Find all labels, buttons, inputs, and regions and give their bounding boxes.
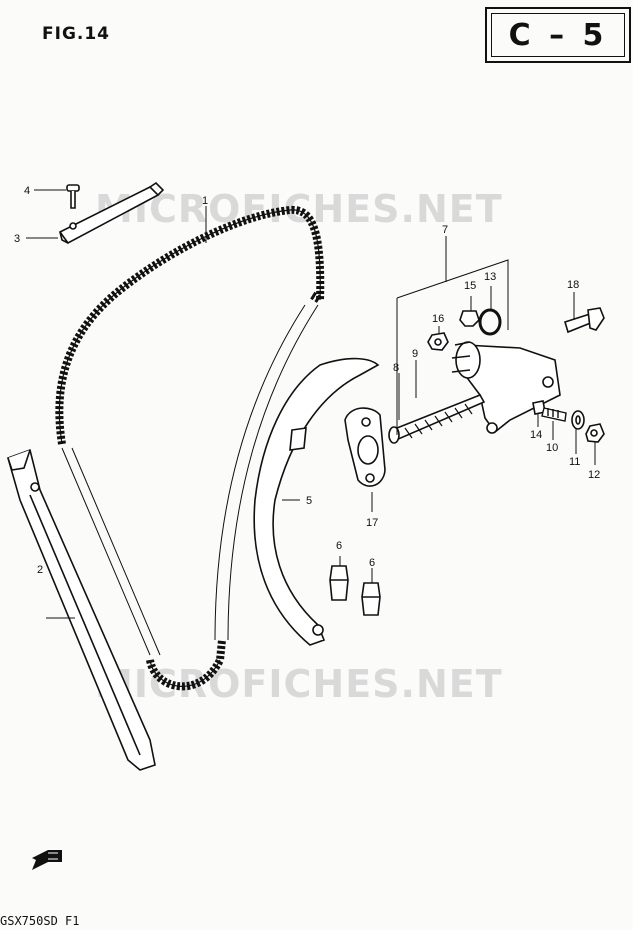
assembly-bracket — [396, 259, 509, 435]
label-part-18: 18 — [567, 279, 579, 291]
bolt-10-part — [541, 407, 567, 422]
label-part-17: 17 — [366, 517, 378, 529]
cam-chain-part — [55, 205, 325, 691]
small-nut-part — [427, 332, 449, 351]
push-rod-part — [388, 393, 486, 444]
pin-left-part — [329, 565, 349, 601]
bolt-18-part — [564, 307, 605, 334]
model-code: GSX750SD F1 — [0, 914, 80, 928]
washer-part — [571, 410, 585, 430]
cap-nut-part — [459, 310, 480, 327]
label-part-15: 15 — [464, 280, 476, 292]
label-part-6-left: 6 — [336, 540, 342, 552]
label-part-2: 2 — [37, 564, 43, 576]
rear-guide-part — [7, 448, 156, 771]
figure-label: FIG.14 — [42, 24, 111, 44]
label-part-12: 12 — [588, 469, 600, 481]
label-part-1: 1 — [202, 195, 208, 207]
nut-12-part — [585, 423, 605, 443]
label-part-6-right: 6 — [369, 557, 375, 569]
pin-right-part — [361, 582, 381, 616]
label-part-13: 13 — [484, 271, 496, 283]
label-part-14: 14 — [530, 429, 542, 441]
label-part-10: 10 — [546, 442, 558, 454]
screw-part — [66, 184, 80, 230]
gasket-part — [344, 407, 386, 487]
label-part-16: 16 — [432, 313, 444, 325]
fwd-arrow-icon — [32, 850, 62, 870]
label-part-7: 7 — [442, 224, 448, 236]
label-part-3: 3 — [14, 233, 20, 245]
label-part-4: 4 — [24, 185, 30, 197]
label-part-11: 11 — [569, 456, 580, 468]
label-part-8: 8 — [393, 362, 399, 374]
tensioner-assembly-part — [451, 341, 561, 434]
leader-lines — [26, 189, 596, 619]
o-ring-part — [478, 308, 502, 336]
top-guide-part — [58, 181, 165, 245]
front-guide-part — [253, 357, 380, 646]
label-part-5: 5 — [306, 495, 312, 507]
label-part-9: 9 — [412, 348, 418, 360]
section-code-box: C – 5 — [485, 7, 631, 63]
